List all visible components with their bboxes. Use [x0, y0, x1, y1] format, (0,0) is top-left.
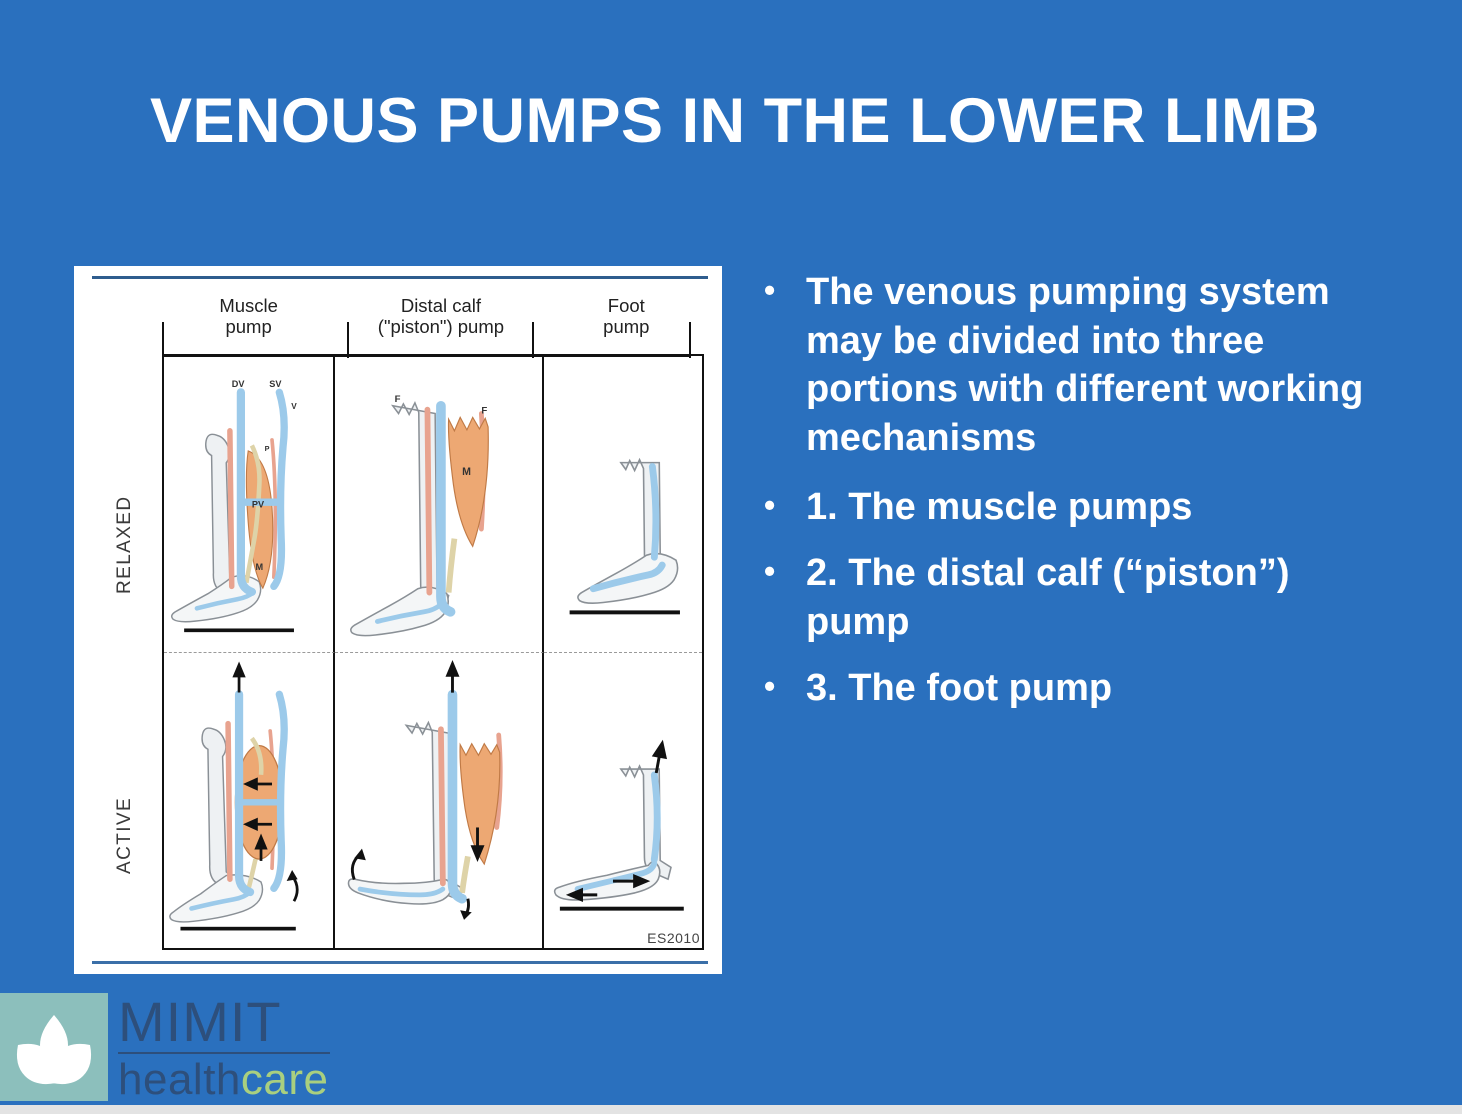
svg-text:P: P	[265, 444, 270, 453]
bullet-marker-icon: •	[764, 272, 776, 308]
logo-tagline-health: health	[118, 1055, 241, 1105]
foot-pump-relaxed-illustration	[569, 457, 681, 615]
header-divider-right	[689, 322, 692, 358]
row-label-active: ACTIVE	[114, 796, 135, 874]
bottom-strip	[0, 1105, 1462, 1114]
logo-mark	[0, 993, 108, 1101]
svg-text:M: M	[462, 466, 471, 478]
page-title: VENOUS PUMPS IN THE LOWER LIMB	[149, 86, 1321, 156]
figure-cell-distal-calf-relaxed: F F M	[335, 356, 545, 652]
figure-panel: Muscle pump Distal calf ("piston") pump …	[74, 266, 722, 974]
svg-text:SV: SV	[269, 379, 282, 389]
figure-cell-foot-relaxed	[544, 356, 702, 652]
svg-text:V: V	[291, 402, 297, 411]
bullet-text: 3. The foot pump	[806, 667, 1113, 710]
column-header-muscle-pump: Muscle pump	[162, 294, 335, 358]
figure-cell-muscle-relaxed: DV SV V PV M P	[164, 356, 336, 652]
muscle-pump-active-illustration	[169, 661, 299, 931]
figure-column-headers: Muscle pump Distal calf ("piston") pump …	[112, 294, 706, 358]
figure-top-rule	[92, 276, 708, 279]
distal-calf-pump-relaxed-illustration: F F M	[350, 394, 490, 637]
leaf-trio-icon	[16, 1015, 92, 1085]
foot-pump-active-illustration	[554, 739, 685, 911]
muscle-pump-relaxed-illustration: DV SV V PV M P	[170, 379, 297, 633]
bullet-marker-icon: •	[764, 553, 776, 590]
svg-text:M: M	[256, 562, 264, 572]
column-header-distal-calf-pump: Distal calf ("piston") pump	[335, 294, 546, 358]
svg-text:F: F	[395, 394, 401, 405]
list-item: • 3. The foot pump	[756, 664, 1396, 713]
row-label-relaxed: RELAXED	[114, 495, 135, 594]
svg-text:DV: DV	[232, 379, 246, 389]
figure-bottom-rule	[92, 961, 708, 964]
bullet-text: 2. The distal calf (“piston”) pump	[806, 552, 1290, 643]
logo-text: MIMIT healthcare	[118, 993, 418, 1103]
logo: MIMIT healthcare	[0, 993, 420, 1114]
list-item: • 1. The muscle pumps	[756, 483, 1396, 532]
bullet-marker-icon: •	[764, 668, 776, 705]
logo-divider	[118, 1052, 330, 1055]
distal-calf-pump-active-illustration	[348, 660, 503, 920]
list-item: • 2. The distal calf (“piston”) pump	[756, 549, 1396, 646]
logo-tagline-care: care	[240, 1055, 329, 1105]
column-header-muscle-pump-line2: pump	[225, 315, 272, 337]
header-divider-2	[532, 322, 535, 358]
column-header-distal-calf-line2: ("piston") pump	[377, 315, 505, 337]
bullet-list: • The venous pumping system may be divid…	[756, 268, 1396, 731]
bullet-text: The venous pumping system may be divided…	[806, 271, 1364, 459]
bullet-marker-icon: •	[764, 486, 776, 523]
column-header-foot-pump: Foot pump	[547, 294, 706, 358]
header-divider-left	[162, 322, 165, 358]
figure-cell-muscle-active	[164, 652, 336, 948]
column-header-foot-pump-line1: Foot	[607, 295, 645, 316]
svg-text:PV: PV	[252, 500, 265, 510]
list-item: • The venous pumping system may be divid…	[756, 268, 1396, 463]
figure-credit: ES2010	[647, 930, 700, 946]
column-header-muscle-pump-line1: Muscle	[219, 295, 278, 316]
logo-tagline: healthcare	[118, 1055, 418, 1105]
figure-content: Muscle pump Distal calf ("piston") pump …	[112, 294, 706, 950]
figure-grid: DV SV V PV M P	[162, 354, 704, 950]
column-header-foot-pump-line2: pump	[603, 315, 650, 337]
figure-cell-distal-calf-active	[335, 652, 545, 948]
figure-cell-foot-active	[544, 652, 702, 948]
svg-text:F: F	[482, 405, 488, 416]
header-divider-1	[347, 322, 350, 358]
bullet-text: 1. The muscle pumps	[806, 485, 1193, 528]
column-header-distal-calf-line1: Distal calf	[400, 295, 482, 316]
logo-brand: MIMIT	[118, 990, 282, 1053]
